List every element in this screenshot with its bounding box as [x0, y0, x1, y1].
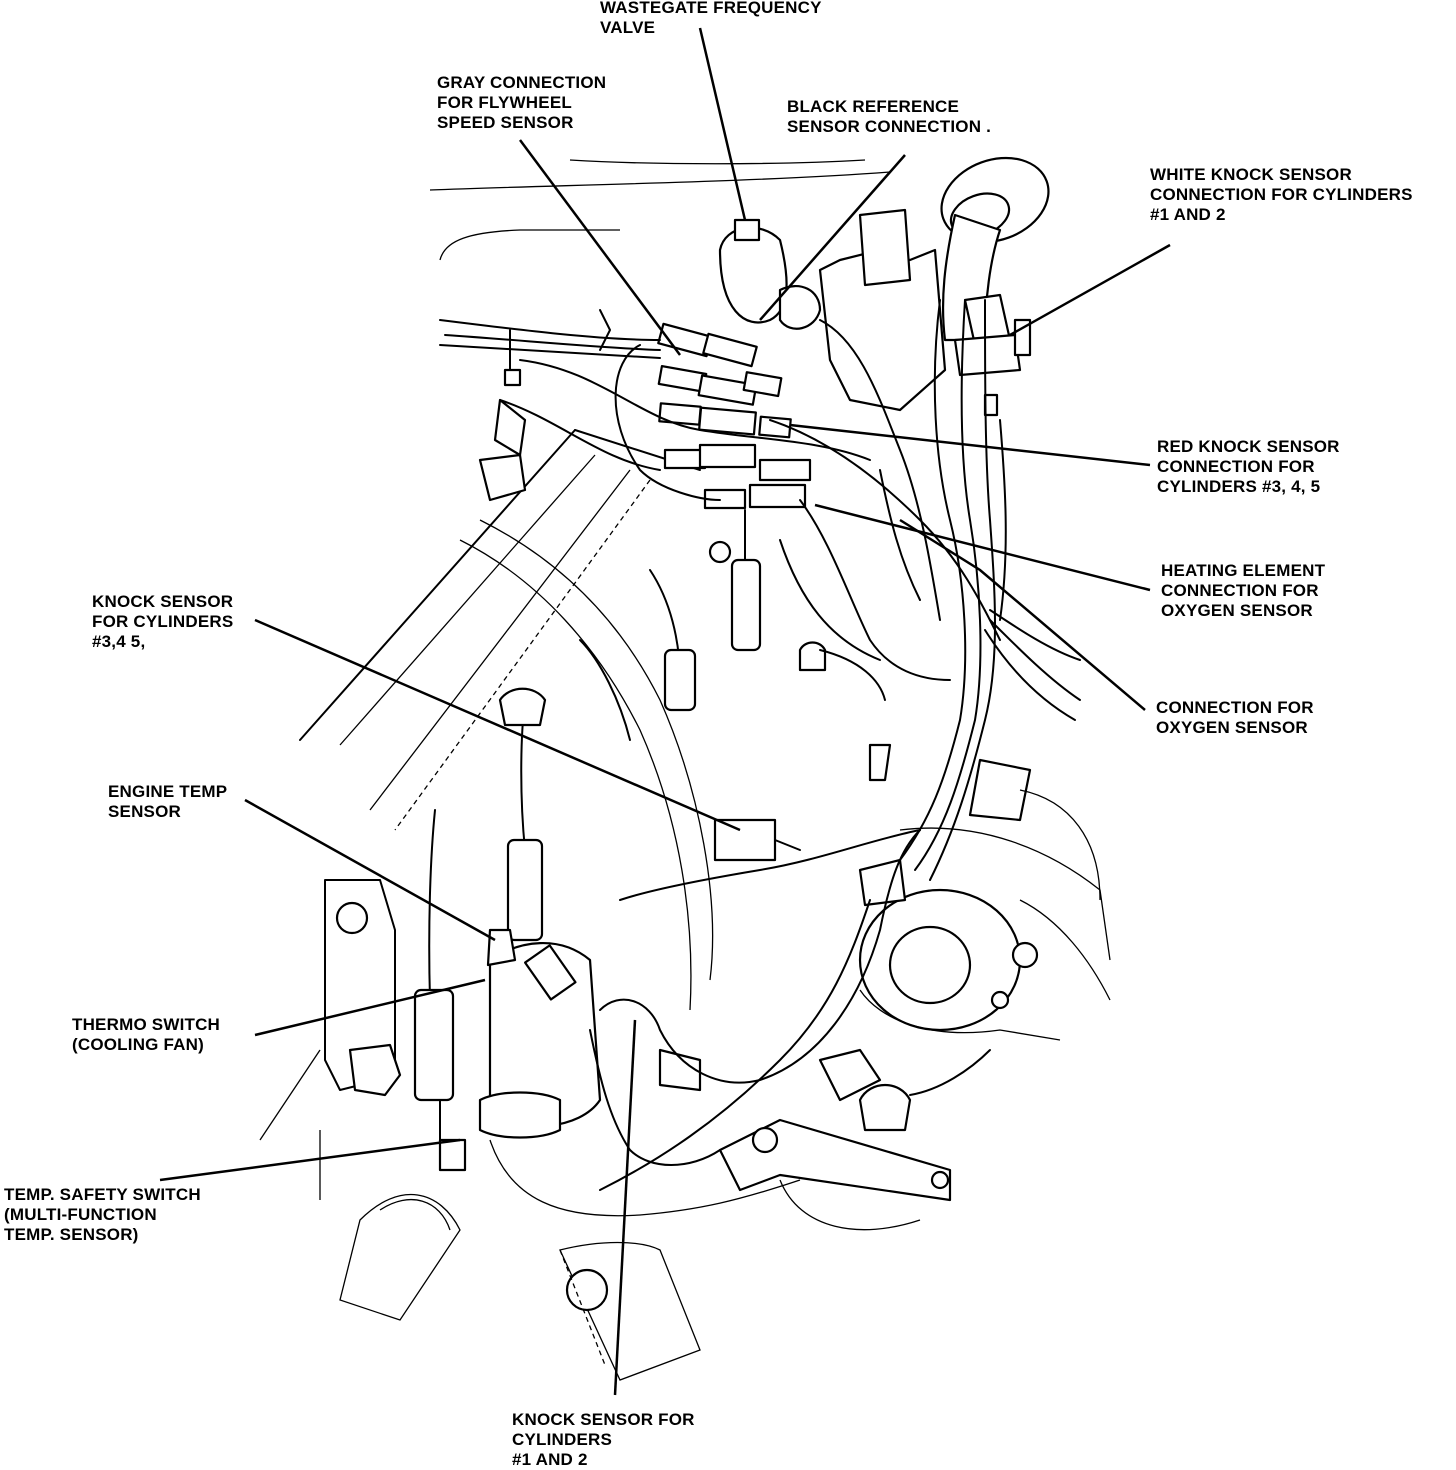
label-black-reference: BLACK REFERENCE SENSOR CONNECTION . — [787, 97, 991, 137]
label-wastegate-frequency-valve: WASTEGATE FREQUENCY VALVE — [600, 0, 822, 38]
label-line: WHITE KNOCK SENSOR — [1150, 165, 1352, 184]
label-line: SENSOR — [108, 802, 181, 821]
label-red-knock-sensor: RED KNOCK SENSOR CONNECTION FOR CYLINDER… — [1157, 437, 1340, 497]
label-line: TEMP. SAFETY SWITCH — [4, 1185, 201, 1204]
label-line: KNOCK SENSOR FOR — [512, 1410, 695, 1429]
label-knock-sensor-12: KNOCK SENSOR FOR CYLINDERS #1 AND 2 — [512, 1410, 695, 1470]
label-heating-element: HEATING ELEMENT CONNECTION FOR OXYGEN SE… — [1161, 561, 1325, 621]
label-line: #3,4 5, — [92, 632, 146, 651]
label-line: SPEED SENSOR — [437, 113, 574, 132]
label-line: CONNECTION FOR — [1157, 457, 1315, 476]
label-line: BLACK REFERENCE — [787, 97, 960, 116]
label-line: KNOCK SENSOR — [92, 592, 234, 611]
label-engine-temp-sensor: ENGINE TEMP SENSOR — [108, 782, 227, 822]
label-line: OXYGEN SENSOR — [1156, 718, 1308, 737]
label-line: VALVE — [600, 18, 656, 37]
label-line: OXYGEN SENSOR — [1161, 601, 1313, 620]
label-gray-connection: GRAY CONNECTION FOR FLYWHEEL SPEED SENSO… — [437, 73, 606, 133]
label-line: CONNECTION FOR — [1156, 698, 1314, 717]
label-line: #1 AND 2 — [1150, 205, 1226, 224]
label-line: ENGINE TEMP — [108, 782, 228, 801]
label-line: WASTEGATE FREQUENCY — [600, 0, 822, 17]
label-white-knock-sensor: WHITE KNOCK SENSOR CONNECTION FOR CYLIND… — [1150, 165, 1413, 225]
label-line: THERMO SWITCH — [72, 1015, 221, 1034]
label-line: HEATING ELEMENT — [1161, 561, 1326, 580]
label-line: #1 AND 2 — [512, 1450, 588, 1469]
label-line: CONNECTION FOR — [1161, 581, 1319, 600]
label-line: GRAY CONNECTION — [437, 73, 607, 92]
label-thermo-switch: THERMO SWITCH (COOLING FAN) — [72, 1015, 220, 1055]
label-line: (COOLING FAN) — [72, 1035, 204, 1054]
label-line: FOR FLYWHEEL — [437, 93, 572, 112]
label-connection-oxygen-sensor: CONNECTION FOR OXYGEN SENSOR — [1156, 698, 1314, 738]
label-line: CONNECTION FOR CYLINDERS — [1150, 185, 1413, 204]
engine-drawing — [259, 156, 1111, 1381]
leader-lines — [159, 27, 1171, 1396]
label-line: CYLINDERS #3, 4, 5 — [1157, 477, 1321, 496]
label-line: RED KNOCK SENSOR — [1157, 437, 1340, 456]
label-line: (MULTI-FUNCTION — [4, 1205, 157, 1224]
label-line: TEMP. SENSOR) — [4, 1225, 139, 1244]
label-line: CYLINDERS — [512, 1430, 613, 1449]
label-temp-safety-switch: TEMP. SAFETY SWITCH (MULTI-FUNCTION TEMP… — [4, 1185, 201, 1245]
label-line: SENSOR CONNECTION . — [787, 117, 992, 136]
label-line: FOR CYLINDERS — [92, 612, 234, 631]
label-knock-sensor-345: KNOCK SENSOR FOR CYLINDERS #3,4 5, — [92, 592, 233, 652]
